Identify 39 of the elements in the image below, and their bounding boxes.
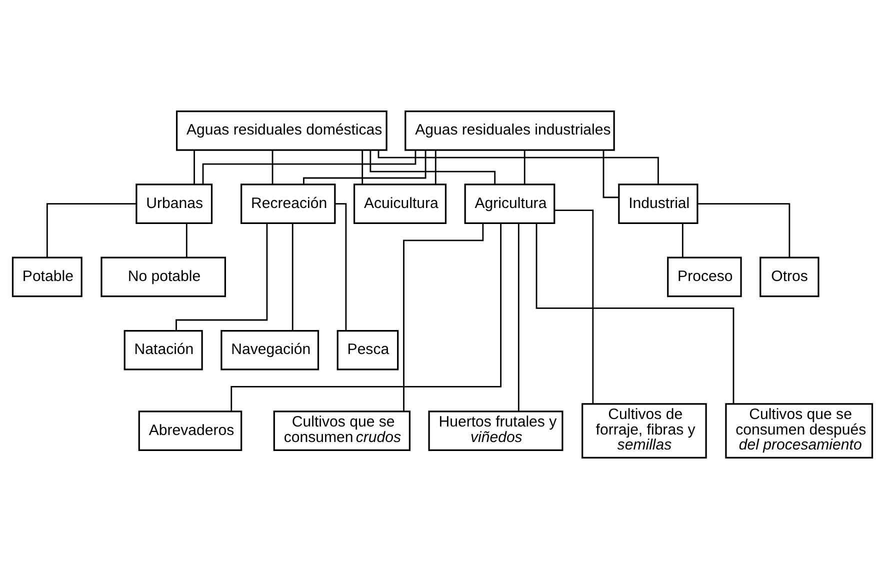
connector — [176, 224, 268, 331]
node-box: Natación — [124, 330, 203, 370]
node-box: Proceso — [667, 256, 742, 298]
node-box: Navegación — [220, 330, 320, 370]
connector — [434, 150, 436, 184]
node-box: Acuicultura — [353, 184, 447, 224]
node-box: Industrial — [618, 184, 698, 224]
connector — [362, 150, 364, 184]
node-box: Potable — [12, 256, 82, 298]
connector — [186, 223, 188, 258]
node-box: Cultivos de forraje, fibras y semillas — [582, 403, 707, 458]
node-box: Otros — [760, 256, 820, 298]
connector — [202, 150, 416, 184]
connector — [292, 223, 294, 331]
connector — [403, 223, 484, 412]
node-box: Cultivos que se consumen después del procesamiento — [725, 403, 874, 458]
connector — [518, 224, 520, 412]
node-box: Pesca — [336, 330, 399, 370]
connector — [682, 223, 684, 258]
node-box: Huertos frutales y viñedos — [428, 410, 564, 451]
node-box: Abrevaderos — [138, 410, 242, 451]
node-box: Urbanas — [136, 184, 213, 224]
connector — [303, 150, 426, 184]
node-box: Aguas residuales industriales — [404, 110, 615, 151]
node-box: Cultivos que se consumen crudos — [273, 410, 410, 451]
connector — [378, 150, 659, 184]
node-box: No potable — [100, 256, 226, 298]
connector — [536, 223, 734, 404]
node-box: Agricultura — [464, 184, 556, 224]
connector — [524, 150, 526, 184]
connector — [46, 203, 136, 258]
connector — [194, 150, 195, 184]
connector — [554, 210, 594, 404]
node-box: Aguas residuales domésticas — [176, 110, 388, 151]
connector — [272, 150, 274, 184]
connector — [698, 203, 790, 258]
connector — [230, 223, 502, 412]
node-box: Recreación — [240, 184, 336, 224]
connector — [335, 203, 347, 331]
